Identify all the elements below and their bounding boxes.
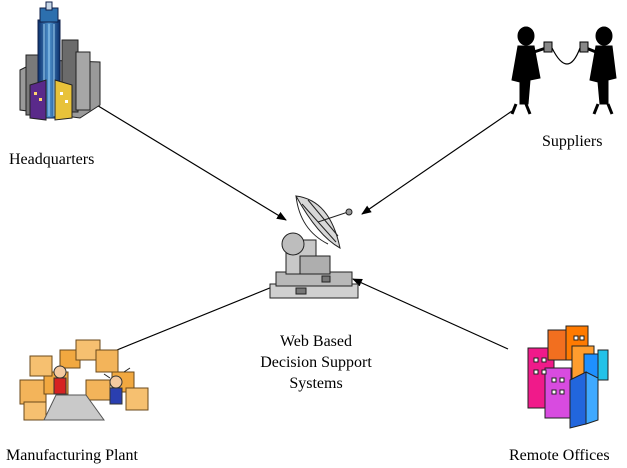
tin-can-telephone-people-icon <box>510 26 617 115</box>
manufacturing-plant-label: Manufacturing Plant <box>6 447 138 464</box>
remote-offices-label: Remote Offices <box>509 447 610 464</box>
center-label-line-1: Web Based <box>279 333 353 350</box>
arrows <box>94 103 513 353</box>
colorful-office-buildings-icon <box>527 325 609 429</box>
center-system-label: Web Based Decision Support Systems <box>232 331 400 394</box>
warehouse-boxes-workers-icon <box>19 339 149 421</box>
arrow-manufacturing-to-center <box>111 280 288 353</box>
satellite-dish-icon <box>269 195 359 299</box>
arrow-headquarters-to-center <box>94 103 287 221</box>
center-label-line-2: Decision Support <box>260 354 372 371</box>
arrow-suppliers-to-center <box>361 110 513 215</box>
suppliers-label: Suppliers <box>542 133 603 150</box>
skyscraper-city-icon <box>19 1 101 121</box>
arrow-remote-to-center <box>352 278 509 350</box>
center-label-line-3: Systems <box>289 375 343 392</box>
headquarters-label: Headquarters <box>9 151 95 168</box>
